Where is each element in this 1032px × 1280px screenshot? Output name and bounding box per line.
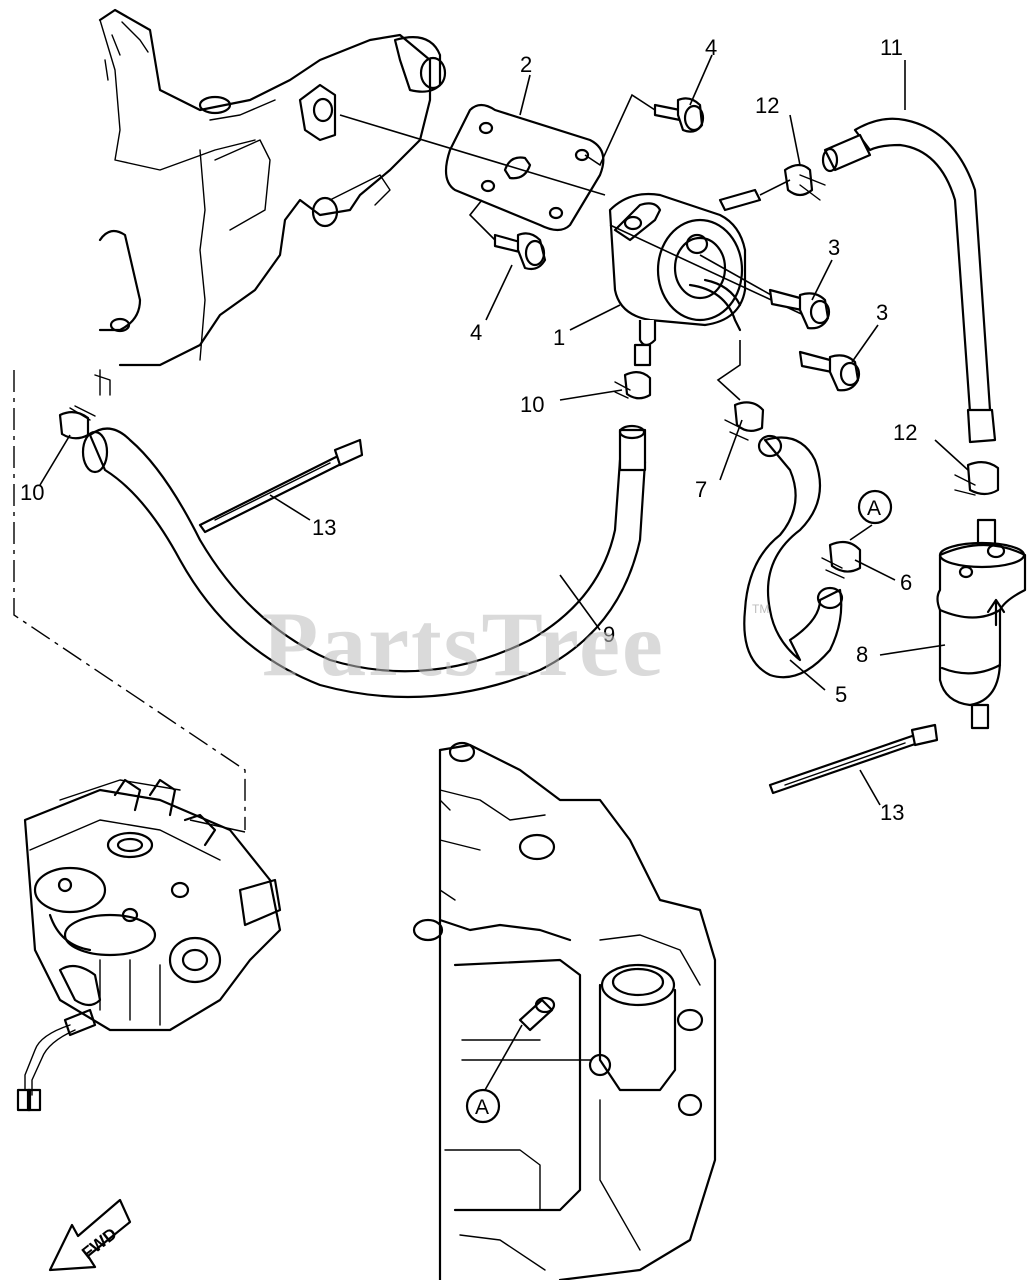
callout-6: 6 xyxy=(900,570,912,595)
callout-4: 4 xyxy=(470,320,482,345)
fuel-filter xyxy=(936,518,1027,730)
watermark-text: PartsTree xyxy=(262,593,665,695)
screw-3-upper xyxy=(768,288,831,330)
callout-13: 13 xyxy=(312,515,336,540)
clip-12-upper xyxy=(759,163,826,201)
fuel-hose-9 xyxy=(81,424,647,699)
callout-7: 7 xyxy=(695,477,707,502)
partstree-watermark: PartsTree TM xyxy=(262,593,769,695)
callout-13: 13 xyxy=(880,800,904,825)
callout-10: 10 xyxy=(20,480,44,505)
callout-3: 3 xyxy=(828,235,840,260)
watermark-trademark: TM xyxy=(752,602,769,616)
clip-12-lower xyxy=(954,461,1000,496)
callout-12: 12 xyxy=(893,420,917,445)
clip-10-right xyxy=(614,343,652,400)
carburetor-assembly xyxy=(16,778,282,1112)
callout-5: 5 xyxy=(835,682,847,707)
callout-10: 10 xyxy=(520,392,544,417)
callout-12: 12 xyxy=(755,93,779,118)
clip-10-left xyxy=(58,405,96,440)
forward-direction-arrow: FWD xyxy=(48,1198,132,1272)
callout-4: 4 xyxy=(705,35,717,60)
clip-6 xyxy=(821,540,862,579)
gasket-plate xyxy=(444,103,605,232)
fuel-pump xyxy=(339,114,811,347)
fuel-hose-11 xyxy=(821,117,997,444)
bolt-4-lower xyxy=(468,199,547,271)
screw-3-lower xyxy=(798,350,861,392)
callout-3: 3 xyxy=(876,300,888,325)
marker-a-label: A xyxy=(475,1096,489,1119)
bolt-4-upper xyxy=(584,93,705,167)
cable-tie-13-upper xyxy=(198,438,364,534)
clip-7 xyxy=(716,340,765,441)
callout-8: 8 xyxy=(856,642,868,667)
callout-1: 1 xyxy=(553,325,565,350)
cable-tie-13-lower xyxy=(768,723,939,795)
callout-leaders xyxy=(39,54,969,1091)
reference-marker-a-lower: A xyxy=(465,1088,501,1124)
reference-marker-a-upper: A xyxy=(857,489,893,525)
fuel-hose-5 xyxy=(743,434,844,679)
callout-11: 11 xyxy=(880,35,903,60)
callout-labels: 1 2 3 3 4 4 5 6 7 8 9 10 10 11 12 12 13 … xyxy=(20,35,917,825)
callout-2: 2 xyxy=(520,52,532,77)
engine-block-lower xyxy=(412,741,717,1280)
connection-line-to-carburetor xyxy=(13,370,246,830)
marker-a-label: A xyxy=(867,497,881,520)
callout-9: 9 xyxy=(603,622,615,647)
engine-block-upper xyxy=(94,8,447,396)
